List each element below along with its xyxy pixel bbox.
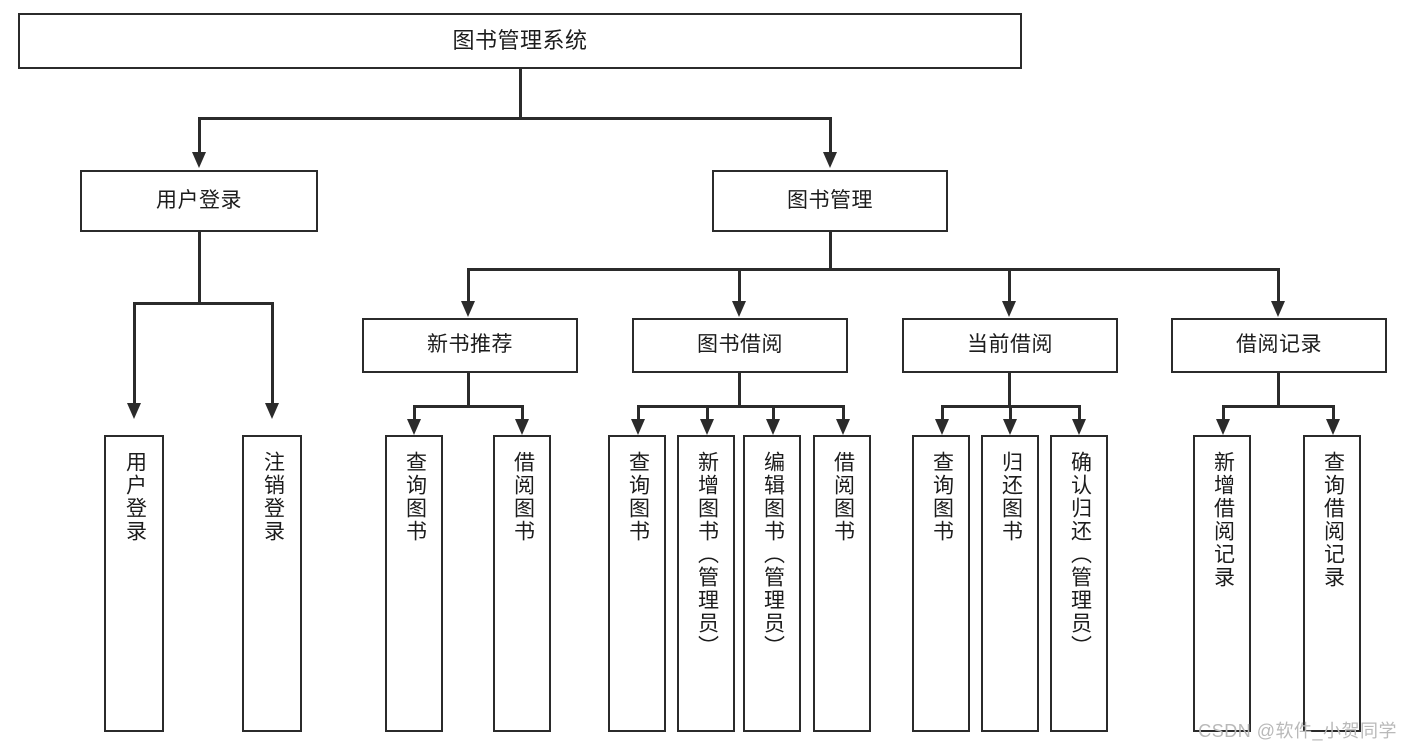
node-leaf-br-query-record[interactable]: 查询借阅记录 [1303,435,1361,732]
node-label: 用户登录 [156,188,242,212]
node-label: 查询图书 [403,451,427,543]
arrowhead-leaf-cb-query [935,419,949,435]
connector-drop-user-login [198,117,201,153]
node-label: 查询图书 [930,451,954,543]
node-new-book-recommend[interactable]: 新书推荐 [362,318,578,373]
arrowhead-leaf-logout [265,403,279,419]
connector-root-stem [519,69,522,119]
node-leaf-cb-return-book[interactable]: 归还图书 [981,435,1039,732]
connector-user-login-bus [133,302,273,305]
node-leaf-bb-borrow-book[interactable]: 借阅图书 [813,435,871,732]
arrowhead-leaf-nbr-query [407,419,421,435]
arrowhead-leaf-bb-edit [766,419,780,435]
connector-new-book-recommend-bus [413,405,523,408]
node-book-borrow[interactable]: 图书借阅 [632,318,848,373]
arrowhead-new-book-recommend [461,301,475,317]
connector-book-management-stem [829,232,832,270]
arrowhead-book-borrow [732,301,746,317]
node-label: 确认归还（管理员） [1068,451,1092,658]
node-leaf-bb-query-book[interactable]: 查询图书 [608,435,666,732]
connector-drop-leaf-cb-confirm [1078,405,1081,421]
node-current-borrow[interactable]: 当前借阅 [902,318,1118,373]
node-leaf-user-login[interactable]: 用户登录 [104,435,164,732]
node-label: 借阅记录 [1236,333,1322,357]
connector-drop-leaf-bb-edit [772,405,775,421]
node-root-book-management-system[interactable]: 图书管理系统 [18,13,1022,69]
node-leaf-bb-edit-book-admin[interactable]: 编辑图书（管理员） [743,435,801,732]
connector-drop-book-borrow [738,268,741,302]
arrowhead-leaf-br-add [1216,419,1230,435]
connector-drop-leaf-bb-add [706,405,709,421]
connector-drop-leaf-user-login [133,302,136,404]
connector-drop-leaf-nbr-query [413,405,416,421]
connector-borrow-record-stem [1277,373,1280,407]
arrowhead-leaf-bb-borrow [836,419,850,435]
node-leaf-logout[interactable]: 注销登录 [242,435,302,732]
node-label: 新增图书（管理员） [695,451,719,658]
connector-user-login-stem [198,232,201,304]
arrowhead-leaf-cb-return [1003,419,1017,435]
arrowhead-leaf-bb-add [700,419,714,435]
connector-drop-new-book-recommend [467,268,470,302]
node-label: 借阅图书 [831,451,855,543]
arrowhead-user-login [192,152,206,168]
node-label: 当前借阅 [967,333,1053,357]
node-label: 图书借阅 [697,333,783,357]
connector-drop-book-management [829,117,832,153]
node-label: 用户登录 [123,451,147,543]
node-book-management[interactable]: 图书管理 [712,170,948,232]
connector-drop-leaf-bb-borrow [842,405,845,421]
arrowhead-book-management [823,152,837,168]
connector-level2-bus [198,117,832,120]
node-label: 查询借阅记录 [1321,451,1345,589]
arrowhead-leaf-bb-query [631,419,645,435]
node-label: 新书推荐 [427,333,513,357]
node-label: 注销登录 [261,451,285,543]
node-leaf-nbr-query-book[interactable]: 查询图书 [385,435,443,732]
node-leaf-nbr-borrow-book[interactable]: 借阅图书 [493,435,551,732]
node-user-login[interactable]: 用户登录 [80,170,318,232]
arrowhead-leaf-cb-confirm [1072,419,1086,435]
node-label: 图书管理 [787,188,873,212]
connector-drop-borrow-record [1277,268,1280,302]
connector-borrow-record-bus [1222,405,1334,408]
connector-book-borrow-stem [738,373,741,407]
node-label: 借阅图书 [511,451,535,543]
node-borrow-record[interactable]: 借阅记录 [1171,318,1387,373]
arrowhead-leaf-br-query [1326,419,1340,435]
connector-drop-leaf-logout [271,302,274,404]
connector-drop-leaf-cb-return [1009,405,1012,421]
connector-drop-leaf-nbr-borrow [521,405,524,421]
node-label: 编辑图书（管理员） [761,451,785,658]
connector-drop-leaf-br-query [1332,405,1335,421]
connector-new-book-recommend-stem [467,373,470,407]
connector-drop-leaf-cb-query [941,405,944,421]
connector-drop-leaf-br-add [1222,405,1225,421]
node-label: 归还图书 [999,451,1023,543]
node-label: 查询图书 [626,451,650,543]
node-label: 图书管理系统 [452,28,588,54]
arrowhead-leaf-user-login [127,403,141,419]
arrowhead-current-borrow [1002,301,1016,317]
node-leaf-cb-confirm-return-admin[interactable]: 确认归还（管理员） [1050,435,1108,732]
arrowhead-borrow-record [1271,301,1285,317]
node-leaf-cb-query-book[interactable]: 查询图书 [912,435,970,732]
node-label: 新增借阅记录 [1211,451,1235,589]
connector-level3-bus [467,268,1280,271]
connector-drop-leaf-bb-query [637,405,640,421]
node-leaf-br-add-record[interactable]: 新增借阅记录 [1193,435,1251,732]
connector-current-borrow-stem [1008,373,1011,407]
node-leaf-bb-add-book-admin[interactable]: 新增图书（管理员） [677,435,735,732]
connector-book-borrow-bus [637,405,844,408]
arrowhead-leaf-nbr-borrow [515,419,529,435]
connector-drop-current-borrow [1008,268,1011,302]
